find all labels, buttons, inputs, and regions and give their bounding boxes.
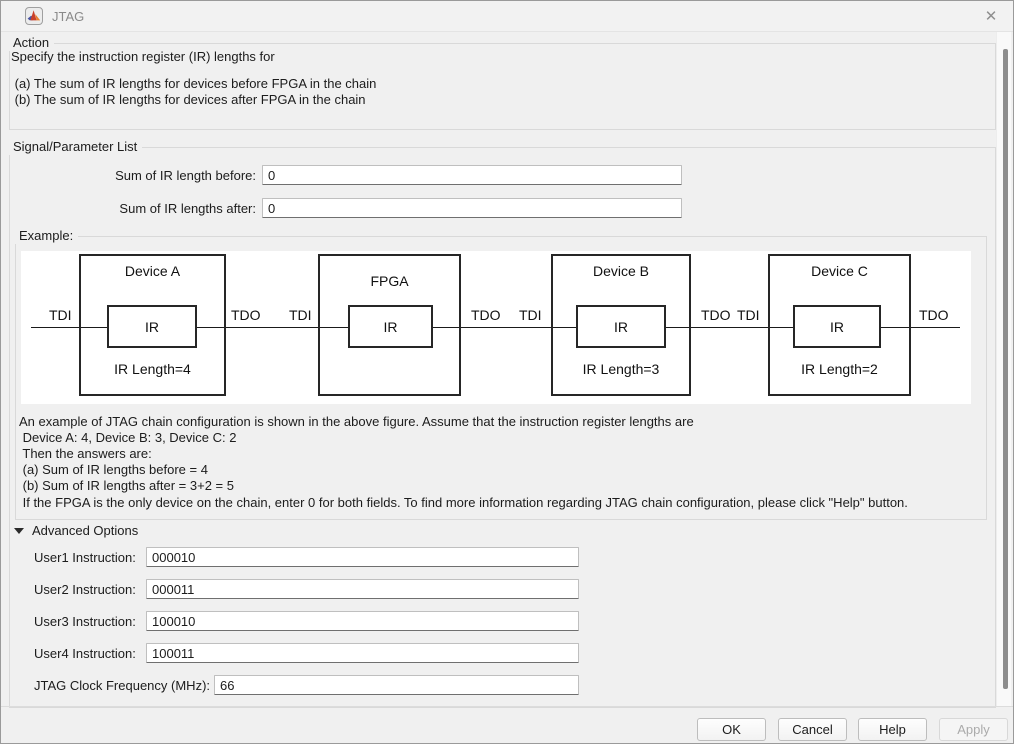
example-note-line: Device A: 4, Device B: 3, Device C: 2 [19, 430, 237, 445]
user3-instruction-input[interactable] [146, 611, 579, 631]
scrollbar-thumb[interactable] [1003, 49, 1008, 689]
apply-button[interactable]: Apply [939, 718, 1008, 741]
sum-ir-after-label: Sum of IR lengths after: [119, 201, 256, 216]
tdi-label: TDI [289, 307, 312, 323]
tdi-label: TDI [49, 307, 72, 323]
window-title: JTAG [52, 8, 85, 24]
signal-parameter-legend: Signal/Parameter List [8, 139, 143, 155]
tdo-label: TDO [701, 307, 731, 323]
example-note-line: (b) Sum of IR lengths after = 3+2 = 5 [19, 478, 234, 493]
ir-length-label: IR Length=3 [582, 361, 660, 377]
example-note-line: (a) Sum of IR lengths before = 4 [19, 462, 208, 477]
help-button[interactable]: Help [858, 718, 927, 741]
advanced-options-toggle[interactable]: Advanced Options [14, 523, 138, 538]
action-text-line: (b) The sum of IR lengths for devices af… [11, 92, 366, 107]
example-note-line: If the FPGA is the only device on the ch… [19, 495, 908, 510]
device-title: Device C [811, 263, 868, 279]
ok-button[interactable]: OK [697, 718, 766, 741]
signal-parameter-groupbox [9, 147, 996, 708]
ir-register-box: IR [793, 305, 881, 348]
ir-length-label: IR Length=2 [801, 361, 878, 377]
example-note-line: Then the answers are: [19, 446, 152, 461]
action-text-line: Specify the instruction register (IR) le… [11, 49, 275, 64]
action-groupbox [9, 43, 996, 130]
ir-register-box: IR [576, 305, 666, 348]
example-groupbox [15, 236, 987, 520]
device-box [79, 254, 226, 396]
jtag-chain-diagram: Device A IR IR Length=4 FPGA IR Device B… [21, 251, 971, 404]
ir-register-box: IR [348, 305, 433, 348]
user3-instruction-label: User3 Instruction: [34, 614, 136, 629]
close-icon[interactable]: ✕ [984, 8, 998, 25]
collapse-arrow-icon [14, 527, 24, 534]
title-bar: JTAG ✕ [1, 1, 1013, 32]
device-title: FPGA [370, 273, 409, 289]
tdi-label: TDI [519, 307, 542, 323]
user1-instruction-label: User1 Instruction: [34, 550, 136, 565]
sum-ir-before-label: Sum of IR length before: [115, 168, 256, 183]
sum-ir-before-input[interactable] [262, 165, 682, 185]
matlab-icon [25, 7, 43, 25]
user4-instruction-label: User4 Instruction: [34, 646, 136, 661]
device-box [551, 254, 691, 396]
tdo-label: TDO [231, 307, 261, 323]
advanced-options-label: Advanced Options [32, 523, 139, 538]
device-title: Device B [592, 263, 650, 279]
user2-instruction-label: User2 Instruction: [34, 582, 136, 597]
chain-line [31, 327, 960, 328]
jtag-clock-frequency-label: JTAG Clock Frequency (MHz): [34, 678, 211, 693]
user4-instruction-input[interactable] [146, 643, 579, 663]
device-title: Device A [124, 263, 181, 279]
device-box [318, 254, 461, 396]
tdo-label: TDO [919, 307, 949, 323]
device-box [768, 254, 911, 396]
footer-separator [1, 706, 1013, 707]
example-legend: Example: [14, 228, 79, 244]
action-text-line: (a) The sum of IR lengths for devices be… [11, 76, 377, 91]
example-note-line: An example of JTAG chain configuration i… [19, 414, 694, 429]
tdi-label: TDI [737, 307, 760, 323]
user2-instruction-input[interactable] [146, 579, 579, 599]
action-legend: Action [8, 35, 55, 51]
jtag-clock-frequency-input[interactable] [214, 675, 579, 695]
cancel-button[interactable]: Cancel [778, 718, 847, 741]
user1-instruction-input[interactable] [146, 547, 579, 567]
ir-register-box: IR [107, 305, 197, 348]
tdo-label: TDO [471, 307, 501, 323]
ir-length-label: IR Length=4 [114, 361, 191, 377]
sum-ir-after-input[interactable] [262, 198, 682, 218]
